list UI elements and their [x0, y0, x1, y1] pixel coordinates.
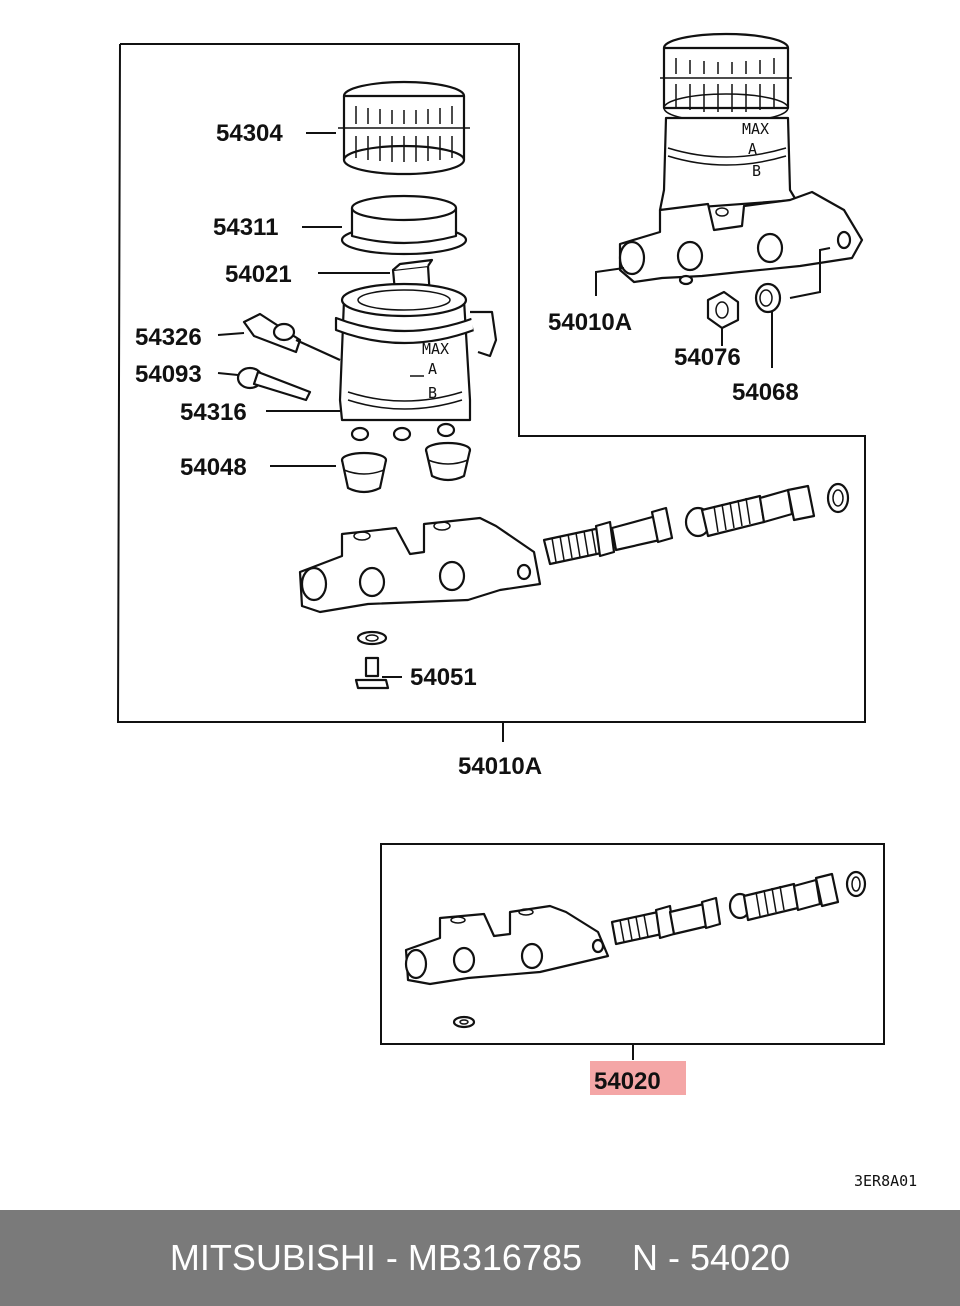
- clamp-pin-54326: [242, 312, 341, 362]
- label-54020: 54020: [594, 1068, 661, 1095]
- footer-banner: MITSUBISHI - MB316785 N - 54020: [0, 1210, 960, 1306]
- svg-text:A: A: [748, 140, 757, 158]
- screw-54093: [236, 366, 312, 402]
- reservoir-cap-54304: [338, 80, 470, 176]
- label-54051: 54051: [410, 664, 477, 691]
- svg-text:MAX: MAX: [742, 120, 769, 138]
- washer-54068: [754, 282, 782, 314]
- svg-text:B: B: [428, 384, 437, 402]
- piston-assembly-main: [542, 482, 850, 566]
- label-54076: 54076: [674, 344, 741, 371]
- master-cylinder-complete: MAX A B: [618, 32, 864, 286]
- leader-54010a-right: [595, 267, 625, 296]
- assembly-frame-54010a: [116, 43, 866, 723]
- svg-text:B: B: [752, 162, 761, 180]
- footer-gap: [582, 1237, 632, 1279]
- footer-brand: MITSUBISHI: [169, 1237, 376, 1278]
- label-54093: 54093: [135, 361, 202, 388]
- label-54048: 54048: [180, 454, 247, 481]
- svg-text:MAX: MAX: [422, 340, 449, 358]
- label-54326: 54326: [135, 324, 202, 351]
- diaphragm-54311: [340, 194, 468, 256]
- leader-54093: [217, 372, 239, 376]
- parts-diagram: 54304 54311 54021 MAX A B 54316 5: [116, 32, 917, 1190]
- leader-54068-link: [789, 247, 831, 299]
- grommets-54048: [340, 441, 472, 494]
- leader-54326: [217, 332, 245, 336]
- footer-sep: -: [375, 1237, 408, 1278]
- diagram-code: 3ER8A01: [854, 1172, 917, 1190]
- label-54304: 54304: [216, 120, 283, 147]
- svg-text:A: A: [428, 360, 437, 378]
- label-54311: 54311: [213, 214, 278, 241]
- kit-body: [404, 904, 610, 1029]
- footer-part-number: MB316785: [407, 1237, 583, 1278]
- master-cylinder-body: [298, 516, 542, 614]
- label-54316: 54316: [180, 399, 247, 426]
- reservoir-54316: MAX A B: [334, 282, 498, 442]
- label-54021: 54021: [225, 261, 292, 288]
- footer-n-prefix: N -: [632, 1237, 691, 1278]
- label-54068: 54068: [732, 379, 799, 406]
- label-54010a-bottom: 54010A: [458, 753, 542, 780]
- kit-pistons: [610, 870, 867, 946]
- nut-54076: [706, 290, 740, 330]
- highlight-54020: [590, 1061, 686, 1095]
- label-54010a-right: 54010A: [548, 309, 632, 336]
- bleeder-54051: [354, 630, 390, 690]
- footer-n-number: 54020: [690, 1237, 791, 1278]
